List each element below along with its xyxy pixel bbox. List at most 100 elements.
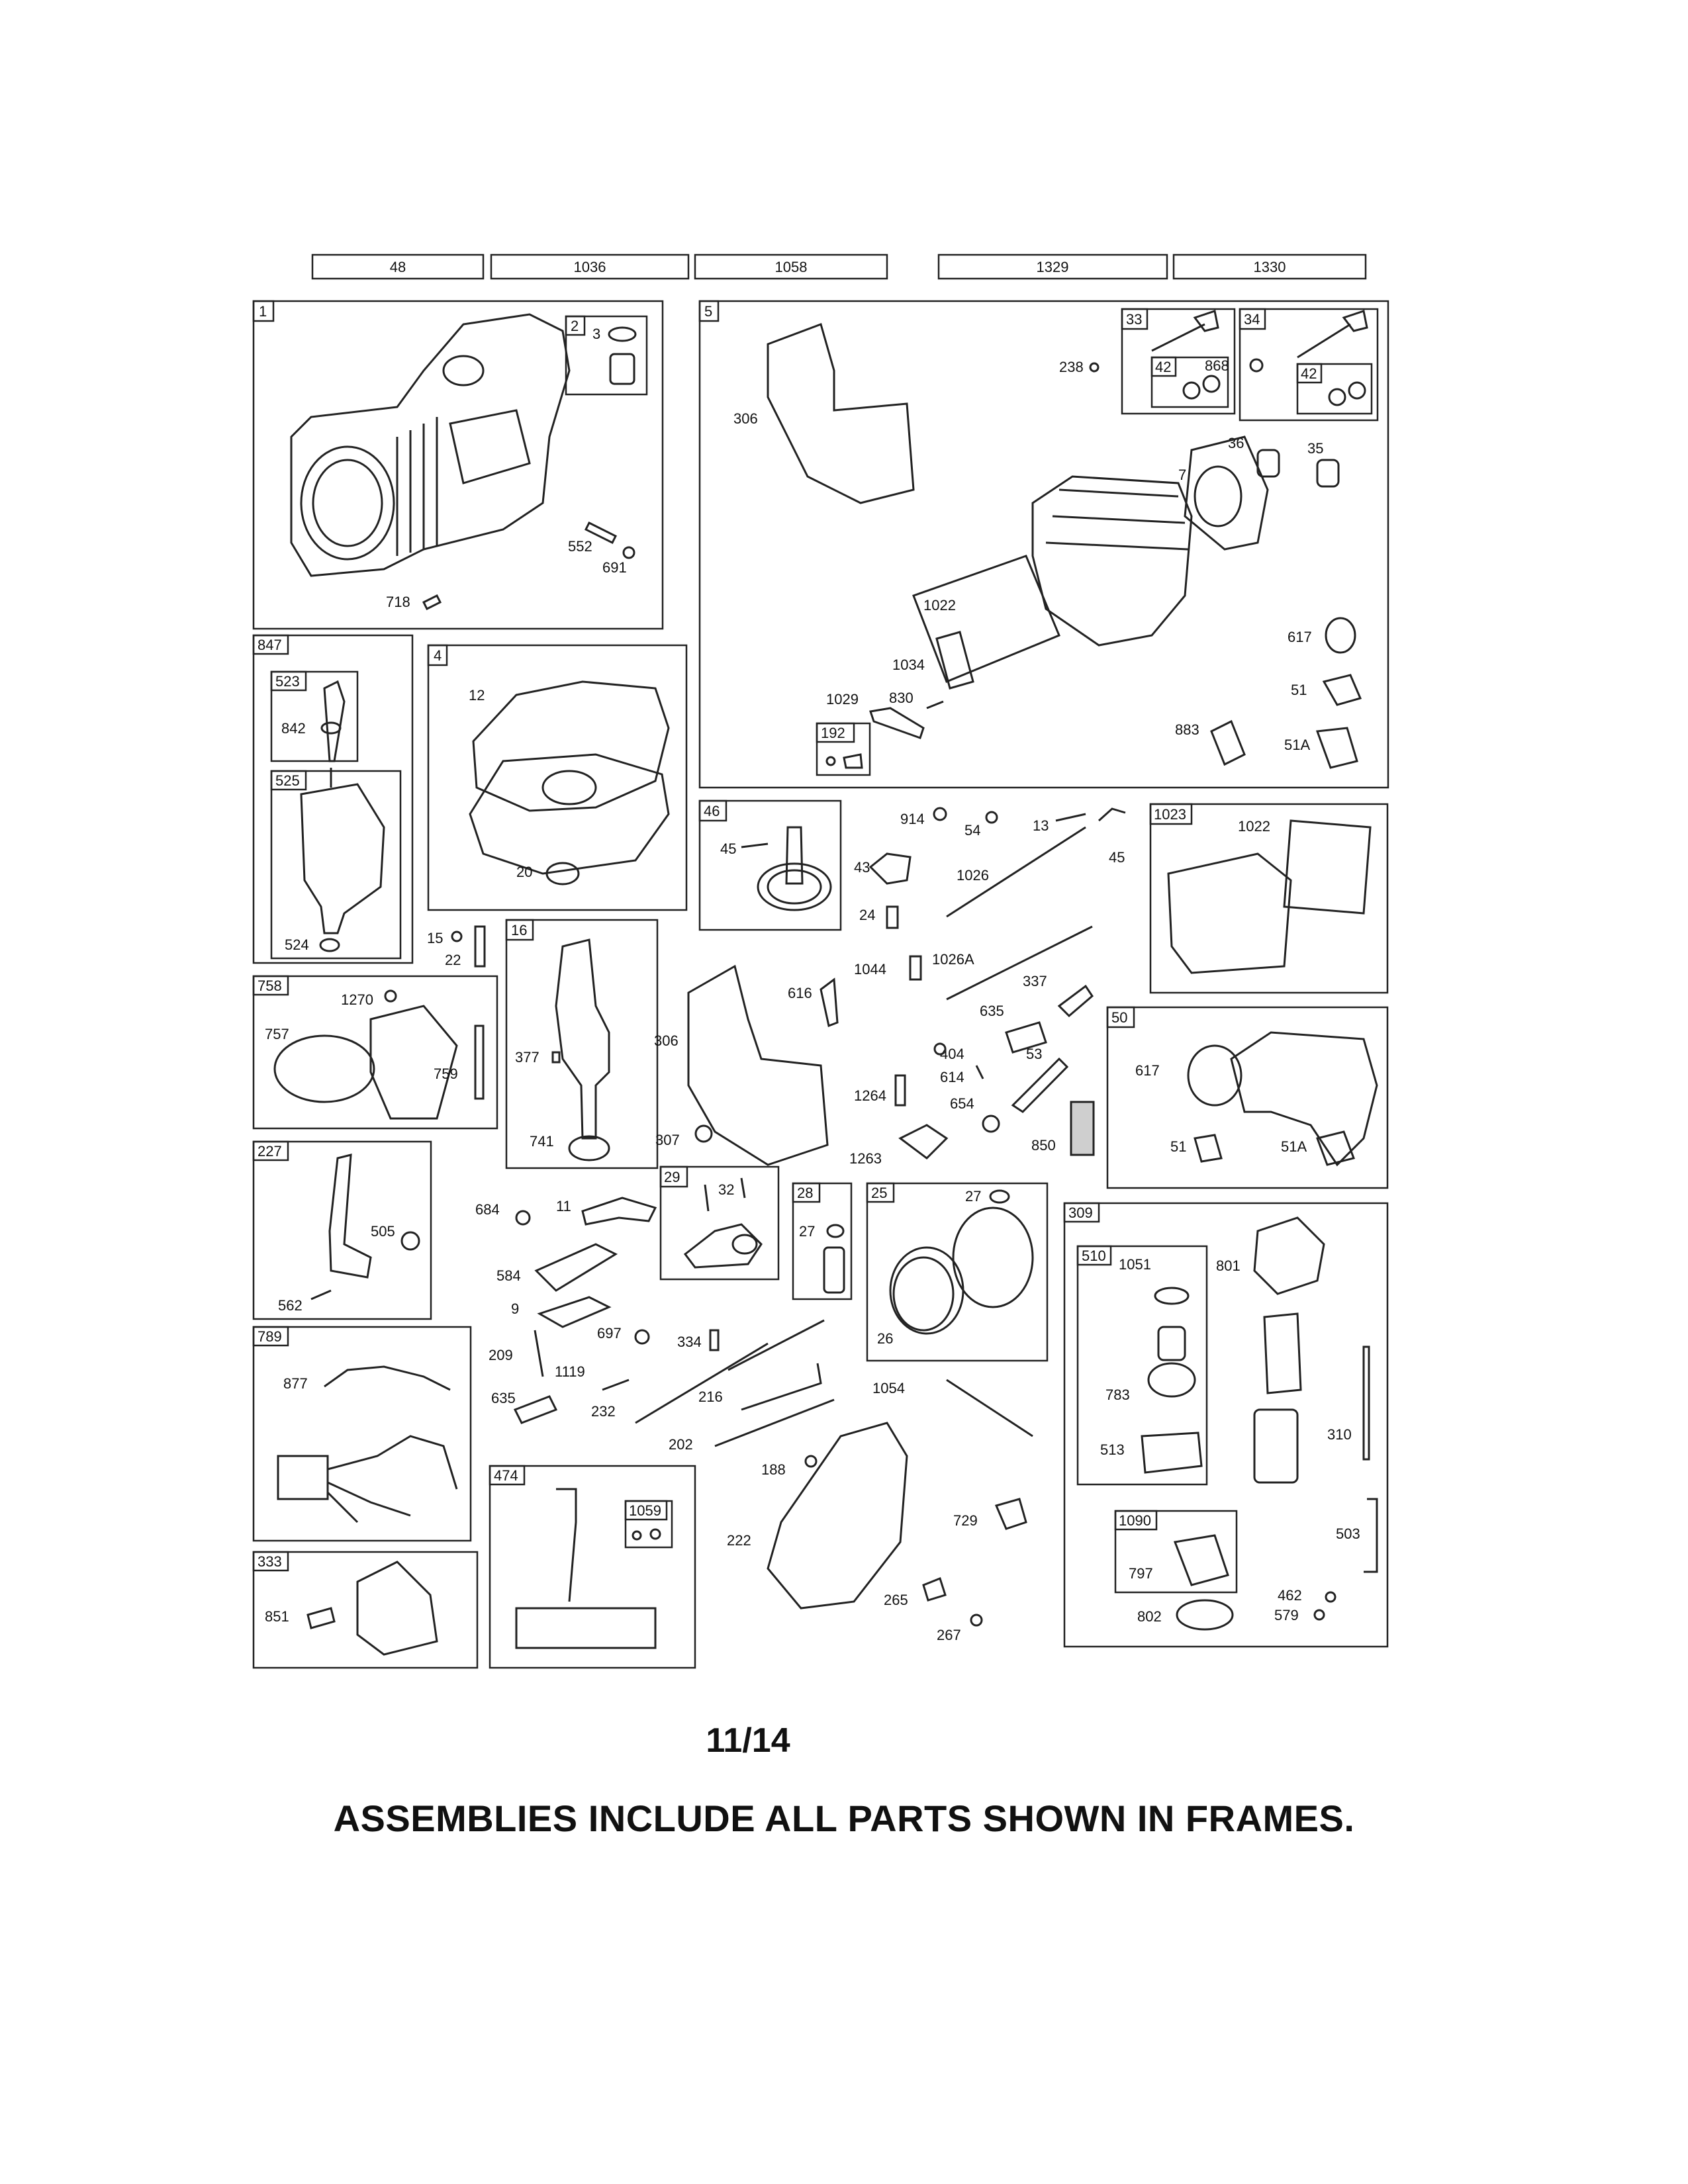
part-label-3: 3 bbox=[592, 326, 600, 342]
o-ring-617 bbox=[1325, 617, 1356, 654]
part-label-851: 851 bbox=[265, 1608, 289, 1625]
dowel-15 bbox=[451, 931, 463, 942]
part-label-691: 691 bbox=[602, 559, 627, 576]
pushrod-end-45 bbox=[1098, 807, 1126, 822]
screw-334 bbox=[709, 1329, 720, 1351]
drive-513 bbox=[1141, 1432, 1203, 1474]
piston-pin bbox=[823, 1246, 845, 1294]
tube-635 bbox=[1005, 1021, 1047, 1054]
part-label-801: 801 bbox=[1216, 1257, 1241, 1274]
ignition-coil bbox=[356, 1561, 438, 1656]
part-label-850: 850 bbox=[1031, 1137, 1056, 1154]
sealant-850 bbox=[1070, 1101, 1095, 1156]
pin-718 bbox=[422, 594, 442, 611]
part-label-1022b: 1022 bbox=[1238, 818, 1270, 835]
spring-209 bbox=[534, 1330, 544, 1377]
frame-34-valve: 34 868 42 bbox=[1205, 308, 1379, 422]
part-label-718: 718 bbox=[386, 594, 410, 610]
pin-53 bbox=[1011, 1057, 1069, 1113]
frame-tag: 758 bbox=[258, 978, 282, 994]
frame-tag: 309 bbox=[1068, 1205, 1093, 1221]
loose-parts-bracket: 188 222 1054 729 265 267 bbox=[727, 1379, 1033, 1643]
part-label-202: 202 bbox=[669, 1436, 693, 1453]
washer-579 bbox=[1313, 1609, 1325, 1621]
breather-1034 bbox=[935, 631, 974, 690]
frame-tag: 525 bbox=[275, 772, 300, 789]
part-label-513: 513 bbox=[1100, 1441, 1125, 1458]
frame-tag: 2 bbox=[571, 318, 579, 334]
part-label-51A: 51A bbox=[1284, 737, 1310, 753]
frame-28-piston-pin: 28 27 bbox=[792, 1182, 853, 1300]
screw-914 bbox=[933, 807, 947, 821]
part-label-1054: 1054 bbox=[872, 1380, 905, 1396]
alternator-stator bbox=[515, 1607, 657, 1649]
cam-shaft bbox=[785, 826, 804, 885]
frame-tag: 789 bbox=[258, 1328, 282, 1345]
screw-267 bbox=[970, 1614, 983, 1627]
part-label-238: 238 bbox=[1059, 359, 1084, 375]
part-label-684: 684 bbox=[475, 1201, 500, 1218]
frame-4-sump: 4 12 20 bbox=[427, 644, 688, 911]
rocker-cover-gasket-1022 bbox=[912, 555, 1060, 683]
part-label-27a: 27 bbox=[799, 1223, 815, 1240]
tie-1054 bbox=[946, 1379, 1033, 1437]
frame-tag: 1090 bbox=[1119, 1512, 1151, 1529]
part-label-188: 188 bbox=[761, 1461, 786, 1478]
part-label-45: 45 bbox=[720, 841, 736, 857]
part-label-7: 7 bbox=[1178, 467, 1186, 483]
connecting-rod bbox=[683, 1223, 763, 1269]
dowel-pin-552 bbox=[584, 521, 618, 545]
part-label-267: 267 bbox=[937, 1627, 961, 1643]
terminal-851 bbox=[306, 1607, 336, 1629]
cap-1051 bbox=[1154, 1287, 1190, 1305]
header-box-1329: 1329 bbox=[937, 253, 1168, 280]
cam-gear-hub bbox=[767, 869, 822, 905]
part-label-404: 404 bbox=[940, 1046, 964, 1062]
part-label-1270: 1270 bbox=[341, 991, 373, 1008]
part-label-616: 616 bbox=[788, 985, 812, 1001]
part-label-562: 562 bbox=[278, 1297, 303, 1314]
frame-tag: 227 bbox=[258, 1143, 282, 1160]
washer-802 bbox=[1176, 1599, 1234, 1631]
frame-tag: 474 bbox=[494, 1467, 518, 1484]
alternator-lead bbox=[556, 1488, 577, 1602]
frame-tag: 46 bbox=[704, 803, 720, 819]
frame-tag: 50 bbox=[1111, 1009, 1127, 1026]
head-gasket-bore bbox=[1194, 465, 1243, 527]
part-label-51Ab: 51A bbox=[1281, 1138, 1307, 1155]
loose-parts-center-lower: 306 616 635 404 53 614 1264 654 307 1263… bbox=[654, 964, 1095, 1167]
screw-562 bbox=[310, 1289, 332, 1300]
frame-tag: 1059 bbox=[629, 1502, 661, 1519]
part-label-43: 43 bbox=[854, 859, 870, 876]
part-label-232: 232 bbox=[591, 1403, 616, 1420]
assemblies-note: ASSEMBLIES INCLUDE ALL PARTS SHOWN IN FR… bbox=[333, 1797, 1355, 1839]
frame-tag: 1 bbox=[259, 303, 267, 320]
part-label-741: 741 bbox=[530, 1133, 554, 1150]
part-label-914: 914 bbox=[900, 811, 925, 827]
air-guide-306-top bbox=[767, 323, 915, 504]
piston-rings bbox=[889, 1246, 964, 1335]
frame-523-dipstick: 523 842 bbox=[270, 670, 359, 762]
cylinder-head-fins bbox=[1045, 488, 1189, 551]
gasket-51 bbox=[1322, 674, 1362, 706]
part-label-377: 377 bbox=[515, 1049, 539, 1066]
frame-474-alternator: 474 1059 bbox=[489, 1465, 696, 1669]
gasket-51b bbox=[1194, 1134, 1223, 1163]
frame-16-crankshaft: 16 377 741 bbox=[505, 919, 659, 1169]
part-label-35: 35 bbox=[1307, 440, 1323, 457]
spring-36 bbox=[1256, 449, 1280, 478]
part-label-51b: 51 bbox=[1170, 1138, 1186, 1155]
part-label-24: 24 bbox=[859, 907, 875, 923]
part-label-27b: 27 bbox=[965, 1188, 981, 1205]
part-label-1034: 1034 bbox=[892, 657, 925, 673]
screw-1264 bbox=[894, 1074, 906, 1107]
frame-46-camshaft: 46 45 bbox=[698, 799, 842, 931]
frame-tag: 28 bbox=[797, 1185, 813, 1201]
gasket-12 bbox=[472, 680, 670, 812]
part-label-22: 22 bbox=[445, 952, 461, 968]
clip-265 bbox=[922, 1577, 947, 1602]
clip-729 bbox=[994, 1498, 1027, 1530]
screw-54 bbox=[985, 811, 998, 824]
part-label-757: 757 bbox=[265, 1026, 289, 1042]
gasket-51A bbox=[1315, 727, 1358, 769]
